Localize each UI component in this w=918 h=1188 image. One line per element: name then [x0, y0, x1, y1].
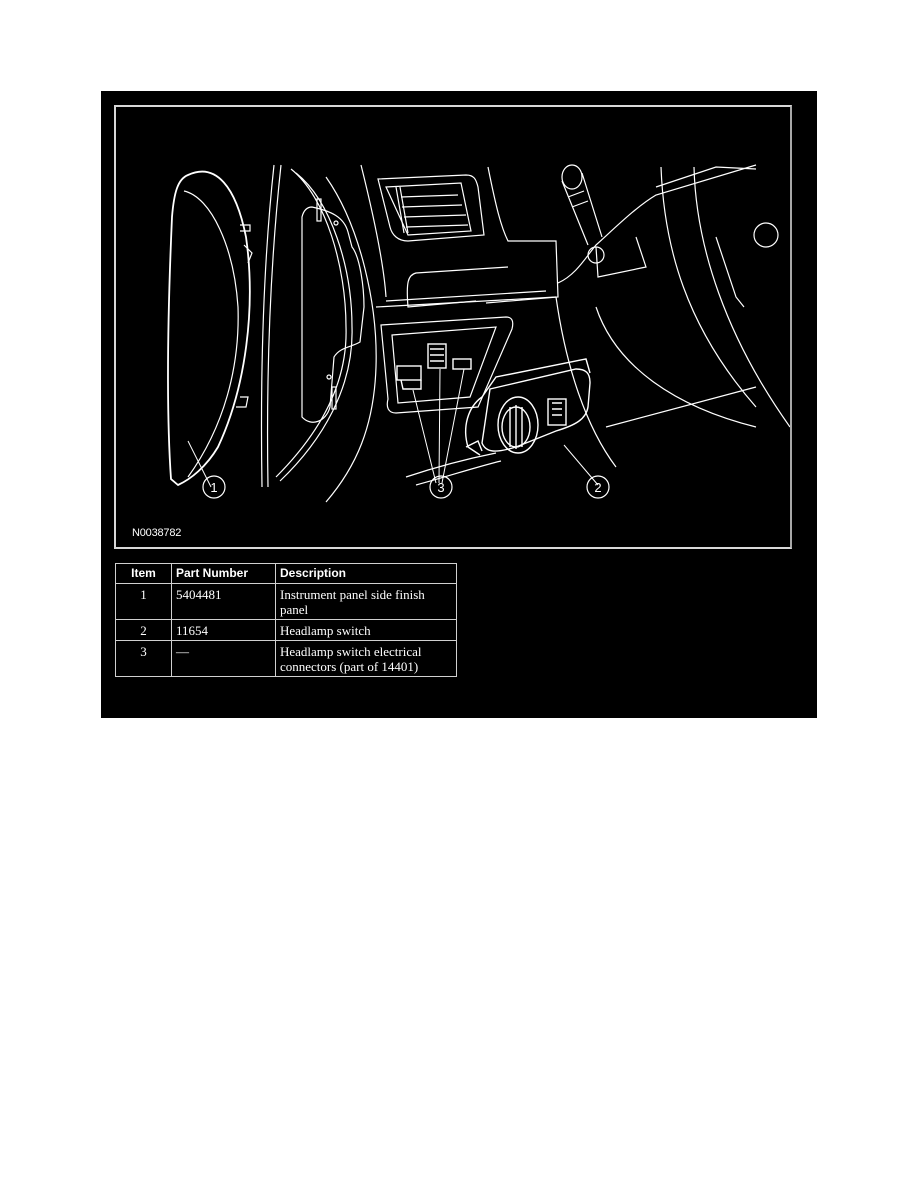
air-vent-drawing — [377, 174, 485, 242]
cell-description: Headlamp switch — [275, 619, 457, 641]
cell-description: Instrument panel side finish panel — [275, 583, 457, 620]
cell-item: 2 — [115, 619, 172, 641]
cell-description: Headlamp switch electrical connectors (p… — [275, 640, 457, 677]
callout-2-label: 2 — [594, 480, 601, 495]
callout-3-label: 3 — [437, 480, 444, 495]
cell-part-number: 11654 — [171, 619, 276, 641]
cell-item: 3 — [115, 640, 172, 677]
electrical-connectors-drawing — [396, 343, 472, 390]
figure-id-label: N0038782 — [132, 527, 182, 539]
table-header-row: Item Part Number Description — [115, 563, 457, 584]
header-part-number: Part Number — [171, 563, 276, 584]
table-row: 2 11654 Headlamp switch — [115, 619, 457, 641]
illustration-frame: 1 3 2 N0038782 — [114, 105, 792, 549]
cell-part-number: 5404481 — [171, 583, 276, 620]
callout-leaders — [187, 368, 599, 488]
headlamp-switch-drawing — [464, 358, 591, 456]
callout-circles — [202, 475, 610, 499]
headlamp-switch-illustration: 1 3 2 — [167, 164, 790, 503]
dash-trim-drawing — [260, 164, 377, 503]
table-row: 3 — Headlamp switch electrical connector… — [115, 640, 457, 677]
document-page-block: 1 3 2 N0038782 Item Part Number Descript… — [101, 91, 817, 718]
header-description: Description — [275, 563, 457, 584]
header-item: Item — [115, 563, 172, 584]
callout-1-label: 1 — [210, 480, 217, 495]
side-finish-panel-drawing — [167, 170, 253, 487]
steering-column-drawing — [561, 164, 790, 428]
table-row: 1 5404481 Instrument panel side finish p… — [115, 583, 457, 620]
parts-table: Item Part Number Description 1 5404481 I… — [115, 563, 457, 677]
upper-dash-drawing — [360, 164, 757, 486]
cell-item: 1 — [115, 583, 172, 620]
cell-part-number: — — [171, 640, 276, 677]
